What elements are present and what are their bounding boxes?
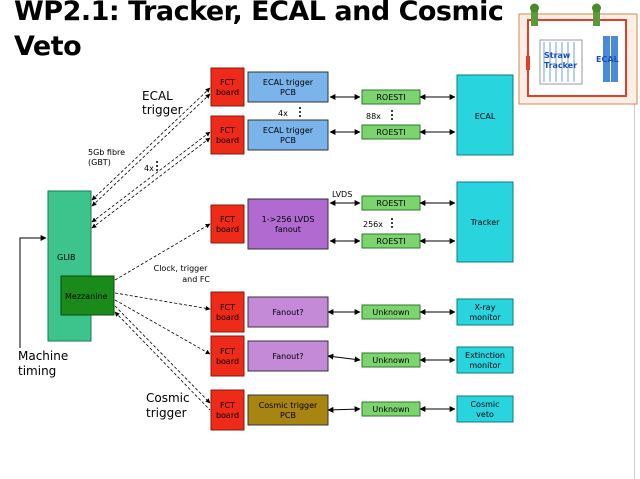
solid-connectors <box>327 94 456 413</box>
pcb-dots <box>299 107 301 117</box>
fibre-label-l1: 5Gb fibre <box>88 148 125 157</box>
fct-board-ecal-pcb-1 <box>210 67 245 107</box>
tracker-box <box>456 181 514 263</box>
fibre-dots <box>156 161 158 171</box>
ecal-trigger-label: ECAL trigger <box>142 89 183 117</box>
ecal-trigger-label-l2: trigger <box>142 103 183 117</box>
clock-label-l2: and FC <box>182 275 210 284</box>
dest-box-extinction <box>456 346 514 374</box>
dest-box-cosmic <box>456 395 514 423</box>
readout-box-label-ecal-pcb-1: ROESTI <box>376 93 405 102</box>
mid-box-extinction <box>247 340 329 372</box>
roesti-tracker-dots <box>391 218 393 228</box>
dashed-links <box>91 87 211 411</box>
fct-board-xray <box>210 291 245 333</box>
pcb-multiplicity: 4x <box>278 109 288 118</box>
fct-board-ecal-pcb-2 <box>210 115 245 155</box>
tracker-box-label: Tracker <box>470 218 501 227</box>
dest-box-xray <box>456 298 514 326</box>
inset-ecal-label: ECAL <box>596 55 619 64</box>
mid-box-cosmic <box>247 394 329 426</box>
ecal-box-label: ECAL <box>475 112 496 121</box>
glib-box <box>47 190 92 342</box>
readout-box-label-xray: Unknown <box>372 308 409 317</box>
roesti-tracker-multiplicity: 256x <box>363 220 383 229</box>
mid-box-label-xray: Fanout? <box>272 308 303 317</box>
ecal-trigger-label-l1: ECAL <box>142 89 173 103</box>
roesti-ecal-dots <box>391 110 393 120</box>
fct-board-extinction <box>210 335 245 377</box>
slide-edge-line <box>634 100 635 479</box>
readout-box-label-lvds-2: ROESTI <box>376 237 405 246</box>
cosmic-label-l1: Cosmic <box>146 391 190 405</box>
machine-timing-arrow <box>19 235 47 348</box>
glib-label: GLIB <box>57 253 76 262</box>
machine-label-l2: timing <box>18 364 56 378</box>
machine-label-l1: Machine <box>18 349 68 363</box>
mid-box-lvds-fanout <box>247 198 329 250</box>
page-title: WP2.1: Tracker, ECAL and Cosmic Veto <box>14 0 504 62</box>
fct-board-cosmic <box>210 389 245 431</box>
fibre-multiplicity: 4x <box>144 164 154 173</box>
fibre-label-l2: (GBT) <box>88 158 111 167</box>
mid-box-ecal-pcb-1 <box>247 71 329 103</box>
readout-box-label-ecal-pcb-2: ROESTI <box>376 128 405 137</box>
fibre-label: 5Gb fibre (GBT) <box>88 148 128 167</box>
clock-label-l1: Clock, trigger <box>154 264 209 273</box>
cosmic-label-l2: trigger <box>146 406 187 420</box>
cosmic-trigger-label: Cosmic trigger <box>146 391 193 420</box>
readout-box-label-cosmic: Unknown <box>372 405 409 414</box>
machine-timing-label: Machine timing <box>18 349 72 378</box>
readout-boxes: ROESTIROESTIROESTIUnknownUnknownUnknownR… <box>361 89 421 417</box>
readout-box-label-extinction: Unknown <box>372 356 409 365</box>
fct-board-lvds-fanout <box>210 204 245 244</box>
mezzanine-box <box>60 275 115 316</box>
mezzanine-label: Mezzanine <box>65 292 107 301</box>
ecal-box <box>456 74 514 156</box>
clock-label: Clock, trigger and FC <box>154 264 211 284</box>
readout-box-label-lvds-fanout: ROESTI <box>376 199 405 208</box>
mid-box-ecal-pcb-2 <box>247 119 329 151</box>
roesti-ecal-multiplicity: 88x <box>366 112 381 121</box>
lvds-label: LVDS <box>332 190 352 199</box>
mid-box-label-extinction: Fanout? <box>272 352 303 361</box>
